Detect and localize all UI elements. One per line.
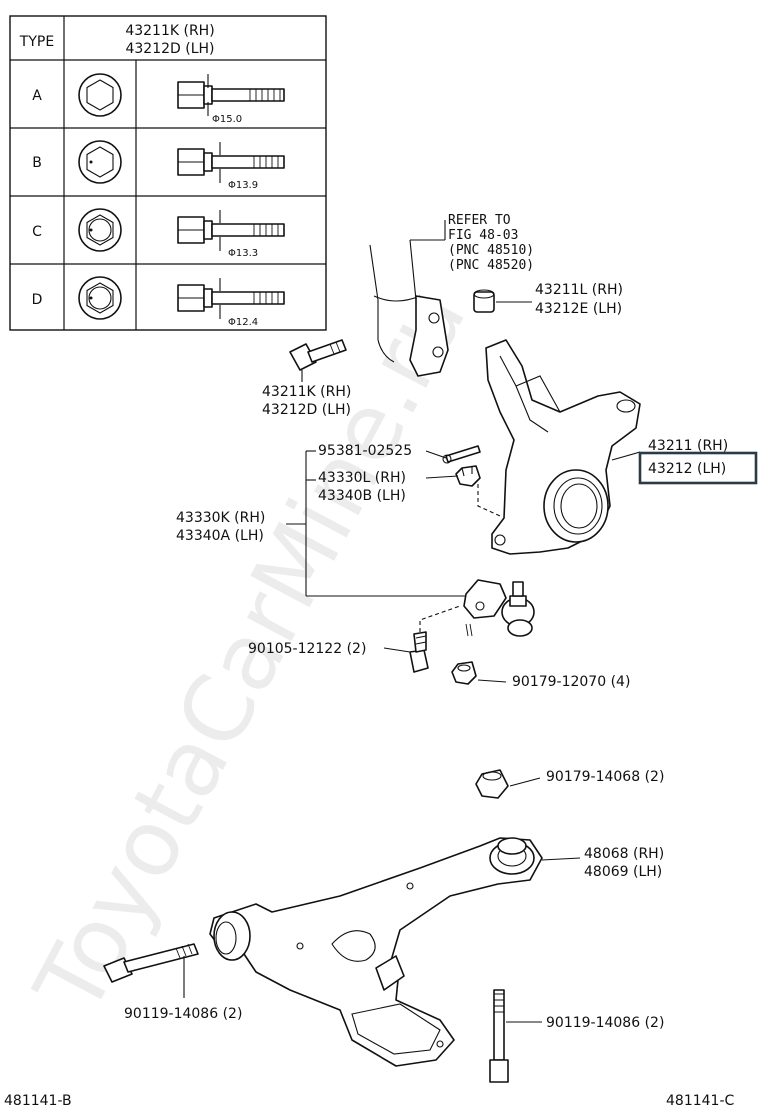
arm-nut <box>475 769 509 799</box>
bolt-type-table: TYPE 43211K (RH) 43212D (LH) A Φ15.0 B <box>9 15 327 331</box>
castle-nut-label-rh: 43330L (RH) <box>318 470 406 486</box>
bolt-label-rh: 43211K (RH) <box>262 384 351 400</box>
table-row: D Φ12.4 <box>32 276 285 328</box>
refer-label-2: FIG 48-03 <box>448 228 518 243</box>
table-row: A Φ15.0 <box>32 73 285 125</box>
bolt-head-end-view <box>78 73 122 117</box>
nut-label-rh: 43211L (RH) <box>535 282 623 298</box>
nut-label-lh: 43212E (LH) <box>535 301 622 317</box>
ball-joint-label-rh: 43330K (RH) <box>176 510 265 526</box>
table-header-type: TYPE <box>19 34 54 50</box>
arm-nut-label: 90179-14068 (2) <box>546 769 664 785</box>
type-label: B <box>32 155 42 171</box>
bolt-label-lh: 43212D (LH) <box>262 402 351 418</box>
diameter-label: Φ15.0 <box>212 114 242 125</box>
refer-label-1: REFER TO <box>448 213 511 228</box>
ball-joint-bolt-label: 90105-12122 (2) <box>248 641 366 657</box>
arm-bolt-right-label: 90119-14086 (2) <box>546 1015 664 1031</box>
arm-label-rh: 48068 (RH) <box>584 846 664 862</box>
bolt-side-view <box>177 278 285 319</box>
table-row: B Φ13.9 <box>32 140 285 191</box>
bolt-side-view <box>177 210 285 251</box>
cotter-pin <box>442 445 481 464</box>
strut-reference <box>369 239 449 377</box>
diameter-label: Φ13.9 <box>228 180 258 191</box>
diameter-label: Φ12.4 <box>228 317 258 328</box>
castle-nut-label-lh: 43340B (LH) <box>318 488 406 504</box>
arm-bolt-left-label: 90119-14086 (2) <box>124 1006 242 1022</box>
ball-joint-nut <box>451 661 477 685</box>
steering-knuckle <box>485 339 641 555</box>
type-label: D <box>32 292 43 308</box>
lower-control-arm <box>209 837 543 1067</box>
table-row: C Φ13.3 <box>32 208 285 259</box>
cotter-pin-label: 95381-02525 <box>318 443 412 459</box>
ball-joint-bolt <box>409 631 429 673</box>
refer-label-4: (PNC 48520) <box>448 258 534 273</box>
lower-ball-joint <box>463 579 535 637</box>
arm-bolt-left <box>103 943 199 983</box>
ball-joint-label-lh: 43340A (LH) <box>176 528 264 544</box>
knuckle-lh-highlight <box>638 451 758 485</box>
bolt-side-view <box>177 74 285 116</box>
refer-label-3: (PNC 48510) <box>448 243 534 258</box>
table-header-part-rh: 43211K (RH) <box>125 23 214 39</box>
knuckle-bolt <box>289 339 347 371</box>
figure-code-left: 481141-B <box>4 1093 72 1109</box>
castle-nut <box>455 465 481 487</box>
bolt-head-end-view <box>78 208 122 252</box>
knuckle-label-rh: 43211 (RH) <box>648 438 728 454</box>
flange-nut <box>473 289 495 313</box>
arm-label-lh: 48069 (LH) <box>584 864 662 880</box>
figure-code-right: 481141-C <box>666 1093 734 1109</box>
arm-bolt-right <box>489 989 509 1083</box>
bolt-head-end-view <box>78 140 122 184</box>
bolt-head-end-view <box>78 276 122 320</box>
diameter-label: Φ13.3 <box>228 248 258 259</box>
type-label: C <box>32 224 42 240</box>
ball-joint-nut-label: 90179-12070 (4) <box>512 674 630 690</box>
table-header-part-lh: 43212D (LH) <box>125 41 214 57</box>
type-label: A <box>32 88 42 104</box>
bolt-side-view <box>177 142 285 183</box>
knuckle-label-lh: 43212 (LH) <box>648 461 726 477</box>
